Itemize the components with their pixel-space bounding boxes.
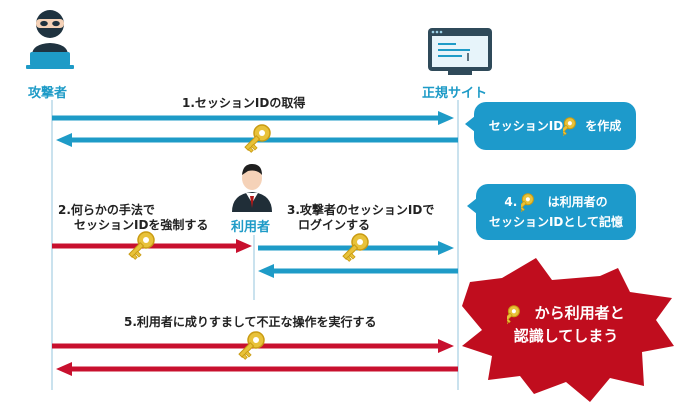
site-browser-icon: [428, 28, 492, 75]
step1-request-arrow: [52, 111, 454, 125]
burst-message: から利用者と 認識してしまう: [486, 302, 646, 349]
site-label: 正規サイト: [422, 86, 488, 101]
create-note-text: セッションID: [488, 118, 564, 133]
step4-note: 4. は利用者の セッションIDとして記憶: [467, 184, 636, 240]
user-label: 利用者: [231, 220, 271, 235]
step3-label-line1: 3.攻撃者のセッションIDで: [287, 203, 435, 217]
step3-response-arrow: [258, 264, 458, 278]
step2-label-line2: セッションIDを強制する: [74, 218, 209, 232]
attacker-icon: [26, 10, 74, 69]
step5-request-arrow: [52, 339, 454, 353]
step3-login-arrow: [258, 241, 454, 255]
step4-note-text: は利用者の: [547, 194, 608, 209]
step3-label-line2: ログインする: [298, 218, 371, 232]
burst-line2: 認識してしまう: [513, 327, 619, 346]
step5-response-arrow: [56, 362, 458, 376]
key-icon: [563, 116, 579, 136]
burst-line1-text: から利用者と: [534, 304, 625, 322]
step4-note-line2: セッションIDとして記憶: [488, 215, 624, 230]
create-note-suffix: を作成: [585, 118, 622, 133]
step2-label-line1: 2.何らかの手法で: [58, 203, 155, 217]
alert-burst: [462, 258, 674, 402]
create-session-note: セッションID を作成: [465, 102, 636, 150]
key-icon: [521, 192, 537, 213]
step5-label: 5.利用者に成りすまして不正な操作を実行する: [124, 315, 377, 329]
step4-note-line1: 4. は利用者の: [504, 192, 608, 213]
burst-line1: から利用者と: [486, 302, 646, 325]
user-icon: [232, 164, 272, 212]
key-icon: [507, 302, 523, 325]
attacker-label: 攻撃者: [28, 86, 68, 101]
step4-number: 4.: [504, 194, 518, 209]
step1-label: 1.セッションIDの取得: [182, 96, 306, 110]
